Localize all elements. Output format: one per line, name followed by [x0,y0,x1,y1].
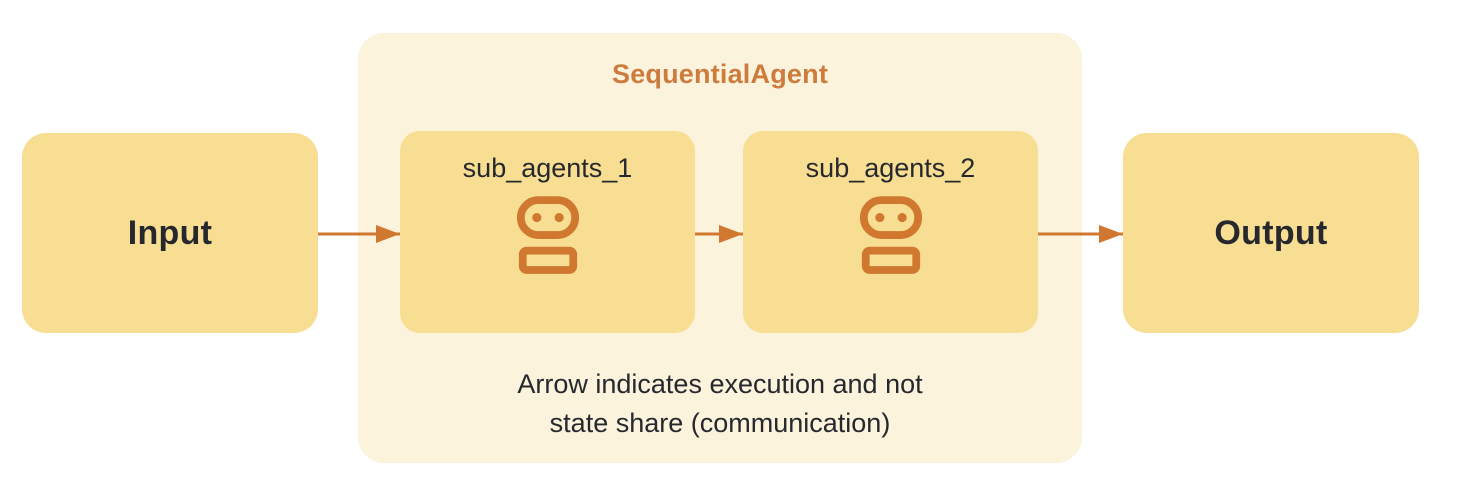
arrow-caption: Arrow indicates execution and not state … [358,365,1082,443]
sub-agent-2-node: sub_agents_2 [743,131,1038,333]
input-label: Input [127,213,213,252]
sub-agent-1-node: sub_agents_1 [400,131,695,333]
robot-icon [516,196,579,274]
arrow-caption-line-1: Arrow indicates execution and not [517,369,923,399]
sub-agent-2-label: sub_agents_2 [805,153,976,183]
arrow-caption-line-2: state share (communication) [549,408,891,438]
input-node: Input [22,133,318,333]
group-title: SequentialAgent [611,59,829,89]
output-node: Output [1123,133,1419,333]
output-label: Output [1214,213,1328,252]
sub-agent-1-label: sub_agents_1 [462,153,633,183]
robot-icon [859,196,922,274]
